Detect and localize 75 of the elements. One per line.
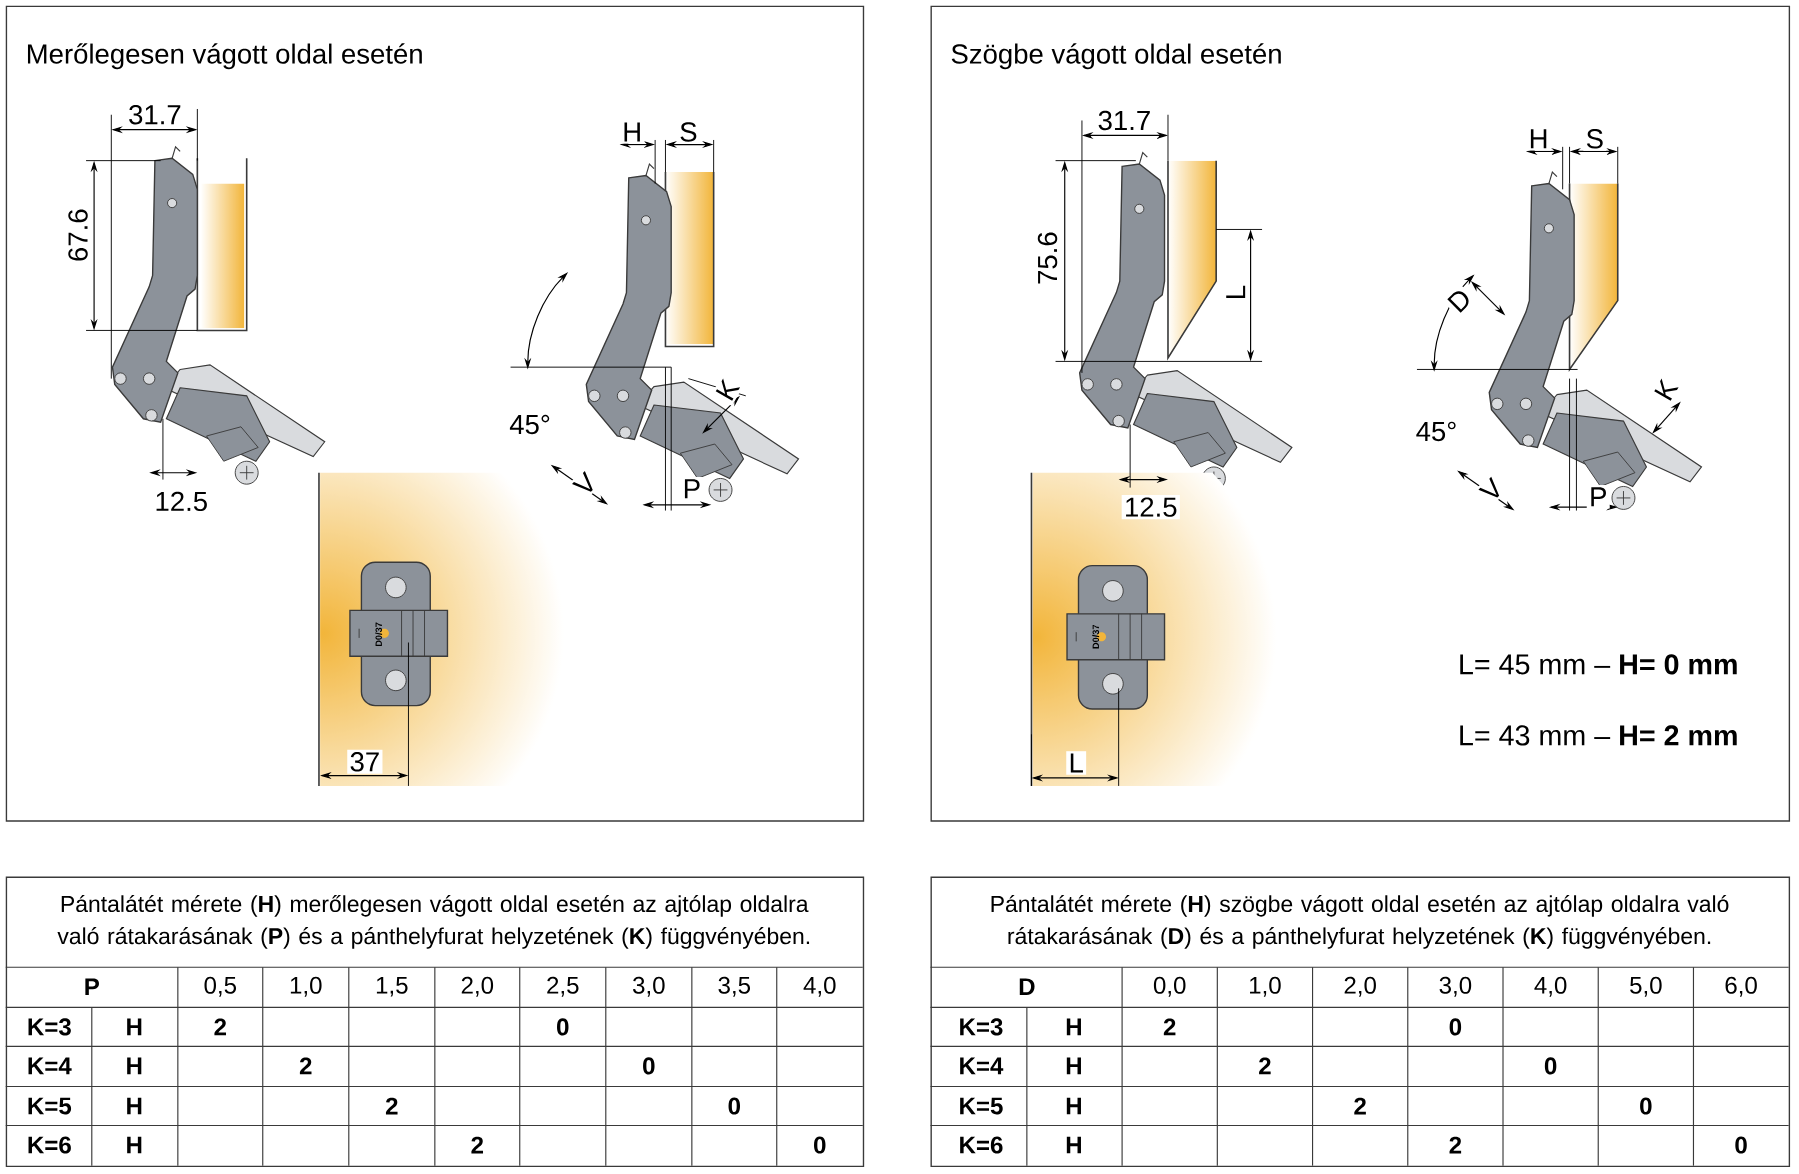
table-cell: H bbox=[1066, 1018, 1081, 1036]
dimension-label: S bbox=[1583, 126, 1607, 151]
plate-marking: D0/37 bbox=[1092, 625, 1100, 649]
table-cell: 2 bbox=[1163, 1018, 1176, 1036]
table-cell: 2 bbox=[1259, 1057, 1271, 1075]
dimension-label: 31.7 bbox=[125, 102, 184, 127]
dimension-label: D bbox=[1442, 283, 1477, 318]
table-cell: H bbox=[127, 1018, 142, 1036]
dimension-label: K bbox=[711, 374, 744, 407]
dimension-label: 12.5 bbox=[1121, 495, 1180, 520]
table-cell: 1,5 bbox=[376, 977, 408, 997]
table-cell: 2 bbox=[385, 1097, 398, 1115]
table-cell: 0 bbox=[1735, 1136, 1747, 1154]
dimension-label: S bbox=[676, 120, 700, 145]
table-cell: H bbox=[127, 1136, 142, 1154]
dimension-label: H bbox=[1526, 127, 1551, 151]
dimension-label: 67.6 bbox=[66, 206, 91, 265]
dimension-label: P bbox=[1586, 485, 1610, 509]
table-cell: 0 bbox=[1640, 1097, 1652, 1115]
table-cell: 2 bbox=[1354, 1097, 1366, 1115]
table-cell: 1,0 bbox=[290, 976, 322, 997]
table-cell: K=5 bbox=[960, 1097, 1003, 1115]
table-cell: D bbox=[1019, 978, 1035, 996]
dimension-label: 12.5 bbox=[152, 489, 211, 514]
dimension-label: L bbox=[1223, 282, 1248, 303]
table-cell: 2,0 bbox=[1344, 976, 1376, 997]
dimension-label: 37 bbox=[347, 749, 383, 774]
table-cell: 0,5 bbox=[204, 976, 236, 997]
table-cell: 0 bbox=[814, 1136, 826, 1154]
table-cell: K=3 bbox=[28, 1018, 71, 1036]
table-cell: H bbox=[127, 1097, 142, 1115]
dimension-label: L bbox=[1066, 751, 1087, 775]
dimension-label: H bbox=[619, 120, 645, 144]
table-cell: 6,0 bbox=[1725, 976, 1757, 997]
table-cell: 3,0 bbox=[632, 976, 665, 997]
note: L= 45 mm – H= 0 mm bbox=[1460, 654, 1737, 675]
table-cell: H bbox=[1066, 1057, 1081, 1075]
table-cell: 2 bbox=[299, 1057, 312, 1075]
table-cell: H bbox=[1066, 1097, 1081, 1115]
table-cell: 3,0 bbox=[1439, 976, 1472, 997]
table-cell: 2,5 bbox=[547, 976, 579, 997]
table-cell: 2 bbox=[471, 1136, 483, 1154]
table-cell: 0 bbox=[643, 1057, 655, 1075]
table-cell: 2,0 bbox=[461, 976, 494, 997]
table-cell: 2 bbox=[1449, 1136, 1462, 1154]
table-cell: K=4 bbox=[28, 1057, 72, 1075]
dimension-label: V bbox=[1475, 473, 1508, 507]
dimension-label: 45° bbox=[1413, 419, 1460, 444]
table-cell: H bbox=[127, 1057, 142, 1075]
table-cell: K=3 bbox=[960, 1018, 1003, 1036]
table-cell: H bbox=[1066, 1136, 1081, 1154]
table-cell: K=5 bbox=[28, 1097, 72, 1115]
table-cell: P bbox=[85, 978, 99, 996]
dimension-label: 75.6 bbox=[1035, 229, 1060, 288]
table-cell: 4,0 bbox=[1534, 976, 1567, 997]
table-cell: 0 bbox=[728, 1097, 740, 1115]
table-cell: K=6 bbox=[960, 1136, 1003, 1154]
table-cell: 0 bbox=[1544, 1057, 1557, 1075]
dimension-label: 45° bbox=[506, 412, 554, 437]
table-cell: 5,0 bbox=[1630, 976, 1662, 997]
plate-marking: D0/37 bbox=[375, 622, 383, 647]
dimension-label: 31.7 bbox=[1095, 108, 1154, 133]
dimension-label: V bbox=[568, 467, 602, 501]
dimension-label: K bbox=[1650, 374, 1682, 407]
table-cell: 1,0 bbox=[1250, 976, 1281, 997]
table-cell: 0 bbox=[1449, 1018, 1462, 1036]
dimension-label: P bbox=[680, 477, 704, 501]
table-cell: K=4 bbox=[960, 1057, 1004, 1075]
table-cell: 3,5 bbox=[718, 976, 751, 997]
table-cell: 2 bbox=[214, 1018, 226, 1036]
table-cell: K=6 bbox=[28, 1136, 71, 1154]
table-cell: 0 bbox=[557, 1018, 569, 1036]
note: L= 43 mm – H= 2 mm bbox=[1460, 725, 1737, 746]
table-cell: 0,0 bbox=[1153, 976, 1186, 997]
table-cell: 4,0 bbox=[803, 976, 836, 997]
